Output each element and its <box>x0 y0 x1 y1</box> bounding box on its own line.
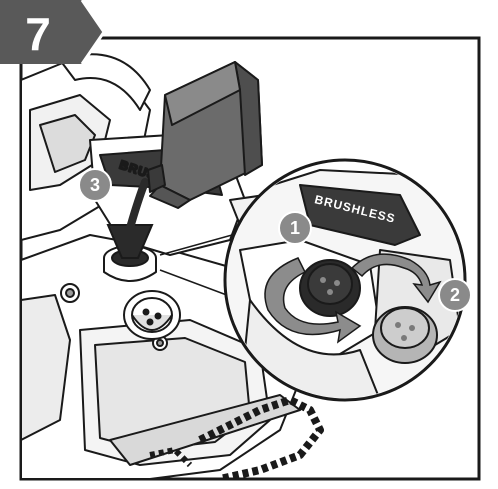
oil-stream <box>126 178 149 232</box>
callout-2-label: 2 <box>450 285 460 305</box>
oil-bottle-icon <box>147 61 263 209</box>
oil-cap-icon <box>123 290 181 340</box>
lift-arrow-icon <box>350 253 442 304</box>
funnel-icon <box>106 224 154 259</box>
oil-cap-closed-icon <box>299 259 361 317</box>
callout-1-label: 1 <box>290 218 300 238</box>
rotate-arrow-icon <box>264 257 362 344</box>
oil-cap-removed-icon <box>372 306 438 364</box>
step-badge: 7 <box>0 0 106 65</box>
callout-2: 2 <box>438 278 472 312</box>
callout-1: 1 <box>278 211 312 245</box>
step-number: 7 <box>25 8 51 60</box>
callout-3-label: 3 <box>90 175 100 195</box>
chainsaw-body: BRUSHLESS <box>21 53 331 479</box>
callout-3: 3 <box>78 168 112 202</box>
saw-chain-icon <box>198 396 324 479</box>
